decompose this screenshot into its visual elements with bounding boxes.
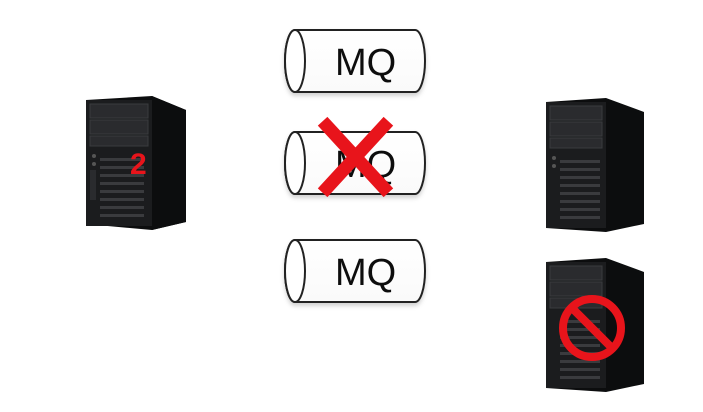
queue-label: MQ [335, 42, 396, 84]
server-right-bottom [546, 258, 644, 392]
server-left: 2 [86, 96, 186, 230]
message-queue-3: MQ [284, 239, 426, 303]
server-right-top [546, 98, 644, 232]
server-number-label: 2 [130, 148, 147, 181]
prohibited-icon [559, 295, 625, 361]
queue-label: MQ [335, 252, 396, 294]
server-tower-icon [86, 96, 186, 230]
server-tower-icon [546, 98, 644, 232]
message-queue-1: MQ [284, 29, 426, 93]
failure-x-icon [317, 116, 394, 198]
